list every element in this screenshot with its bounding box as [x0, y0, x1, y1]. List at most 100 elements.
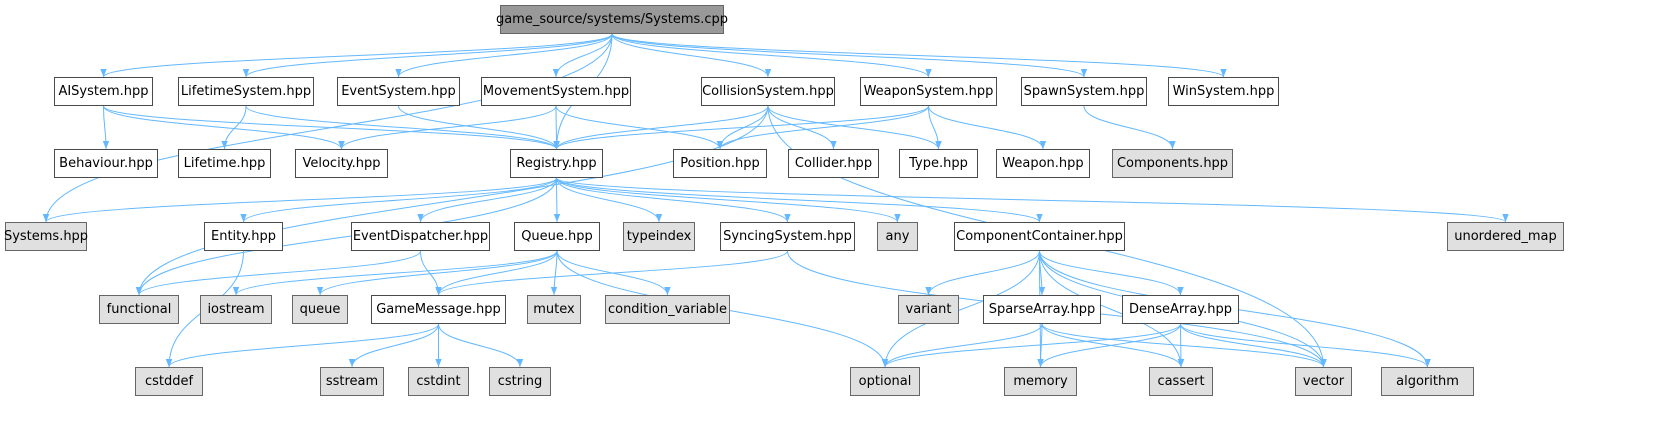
edge-aisystem-to-registry [103, 105, 560, 150]
node-variant: variant [898, 295, 959, 324]
edge-densearray-to-optional [881, 323, 1181, 368]
node-winsystem[interactable]: WinSystem.hpp [1168, 77, 1279, 106]
edge-weaponsystem-to-registry [553, 105, 929, 150]
edge-weaponsystem-to-position [716, 105, 929, 150]
edge-densearray-to-cassert [1177, 323, 1185, 368]
node-systems-hpp: Systems.hpp [4, 222, 88, 251]
edge-systems_cpp-to-collisionsystem [611, 33, 772, 78]
node-collisionsystem[interactable]: CollisionSystem.hpp [701, 77, 835, 106]
edge-registry-to-functional [135, 177, 557, 296]
node-cstring: cstring [489, 367, 551, 396]
node-queue-hpp[interactable]: Queue.hpp [514, 222, 600, 251]
edge-systems_cpp-to-lifetimesystem [242, 33, 613, 78]
edge-movementsystem-to-velocity [338, 105, 557, 150]
edge-weaponsystem-to-type [928, 105, 942, 150]
node-mutex: mutex [527, 295, 581, 324]
edge-weaponsystem-to-weapon [928, 105, 1047, 150]
edge-registry-to-any [556, 177, 901, 223]
node-vector: vector [1295, 367, 1352, 396]
edge-collisionsystem-to-collider [767, 105, 837, 150]
node-weapon[interactable]: Weapon.hpp [996, 149, 1090, 178]
edge-queue_hpp-to-queue_std [316, 250, 558, 296]
node-iostream: iostream [200, 295, 272, 324]
edge-queue_hpp-to-gamemessage [435, 250, 558, 296]
node-movementsystem[interactable]: MovementSystem.hpp [481, 77, 631, 106]
edge-registry-to-typeindex [556, 177, 663, 223]
node-densearray[interactable]: DenseArray.hpp [1122, 295, 1239, 324]
node-registry[interactable]: Registry.hpp [510, 149, 603, 178]
node-velocity[interactable]: Velocity.hpp [295, 149, 388, 178]
node-weaponsystem[interactable]: WeaponSystem.hpp [860, 77, 997, 106]
edge-systems_cpp-to-weaponsystem [611, 33, 932, 78]
edge-movementsystem-to-registry [553, 105, 560, 150]
node-functional: functional [99, 295, 179, 324]
node-collider[interactable]: Collider.hpp [788, 149, 879, 178]
edge-componentcontainer-to-variant [925, 250, 1040, 296]
edge-systems_cpp-to-movementsystem [552, 33, 613, 78]
node-type[interactable]: Type.hpp [899, 149, 978, 178]
node-lifetimesystem[interactable]: LifetimeSystem.hpp [178, 77, 314, 106]
node-componentcontainer[interactable]: ComponentContainer.hpp [954, 222, 1125, 251]
edge-aisystem-to-velocity [103, 105, 345, 150]
node-condition-variable: condition_variable [605, 295, 730, 324]
edge-gamemessage-to-sstream [348, 323, 439, 368]
edge-collisionsystem-to-type [767, 105, 942, 150]
edge-spawnsystem-to-components [1083, 105, 1176, 150]
node-behaviour[interactable]: Behaviour.hpp [54, 149, 158, 178]
node-queue-std: queue [292, 295, 348, 324]
edge-lifetimesystem-to-registry [245, 105, 560, 150]
edge-sparsearray-to-optional [881, 323, 1043, 368]
node-algorithm: algorithm [1381, 367, 1474, 396]
node-entity[interactable]: Entity.hpp [204, 222, 283, 251]
edge-aisystem-to-behaviour [102, 105, 110, 150]
edge-densearray-to-algorithm [1180, 323, 1431, 368]
node-lifetime[interactable]: Lifetime.hpp [178, 149, 271, 178]
edge-componentcontainer-to-optional [881, 250, 1040, 368]
edge-densearray-to-memory [1037, 323, 1181, 368]
node-any: any [877, 222, 918, 251]
edge-lifetimesystem-to-lifetime [221, 105, 247, 150]
node-typeindex: typeindex [623, 222, 695, 251]
node-syncingsystem[interactable]: SyncingSystem.hpp [720, 222, 855, 251]
node-position[interactable]: Position.hpp [673, 149, 767, 178]
node-cassert: cassert [1149, 367, 1213, 396]
edge-componentcontainer-to-densearray [1039, 250, 1184, 296]
edge-registry-to-entity [240, 177, 557, 223]
node-unordered-map: unordered_map [1447, 222, 1564, 251]
edge-systems_cpp-to-systems_hpp [42, 33, 613, 223]
edge-densearray-to-vector [1180, 323, 1327, 368]
edge-systems_cpp-to-spawnsystem [611, 33, 1088, 78]
node-components: Components.hpp [1112, 149, 1233, 178]
node-memory: memory [1004, 367, 1077, 396]
node-cstddef: cstddef [135, 367, 203, 396]
node-eventdispatcher[interactable]: EventDispatcher.hpp [351, 222, 490, 251]
edge-syncingsystem-to-gamemessage [435, 250, 788, 296]
edge-eventdispatcher-to-functional [135, 250, 421, 296]
edge-sparsearray-to-vector [1041, 323, 1327, 368]
edge-queue_hpp-to-iostream [232, 250, 558, 296]
edge-eventsystem-to-registry [398, 105, 560, 150]
node-gamemessage[interactable]: GameMessage.hpp [371, 295, 506, 324]
edge-collisionsystem-to-functional [135, 105, 769, 296]
edge-gamemessage-to-cstring [438, 323, 524, 368]
edge-systems_cpp-to-aisystem [100, 33, 613, 78]
node-systems-cpp[interactable]: game_source/systems/Systems.cpp [496, 5, 728, 34]
edge-registry-to-componentcontainer [556, 177, 1043, 223]
edge-collisionsystem-to-registry [553, 105, 769, 150]
edge-systems_cpp-to-eventsystem [395, 33, 613, 78]
node-sparsearray[interactable]: SparseArray.hpp [983, 295, 1101, 324]
node-sstream: sstream [320, 367, 384, 396]
edge-registry-to-eventdispatcher [417, 177, 557, 223]
edge-movementsystem-to-position [555, 105, 724, 150]
node-cstdint: cstdint [408, 367, 469, 396]
edge-componentcontainer-to-cassert [1039, 250, 1185, 368]
node-aisystem[interactable]: AISystem.hpp [54, 77, 153, 106]
edge-systems_cpp-to-winsystem [611, 33, 1227, 78]
node-eventsystem[interactable]: EventSystem.hpp [337, 77, 460, 106]
edge-registry-to-systems_hpp [42, 177, 557, 223]
edge-registry-to-queue_hpp [553, 177, 561, 223]
node-spawnsystem[interactable]: SpawnSystem.hpp [1021, 77, 1147, 106]
edge-registry-to-unordered_map [556, 177, 1509, 223]
